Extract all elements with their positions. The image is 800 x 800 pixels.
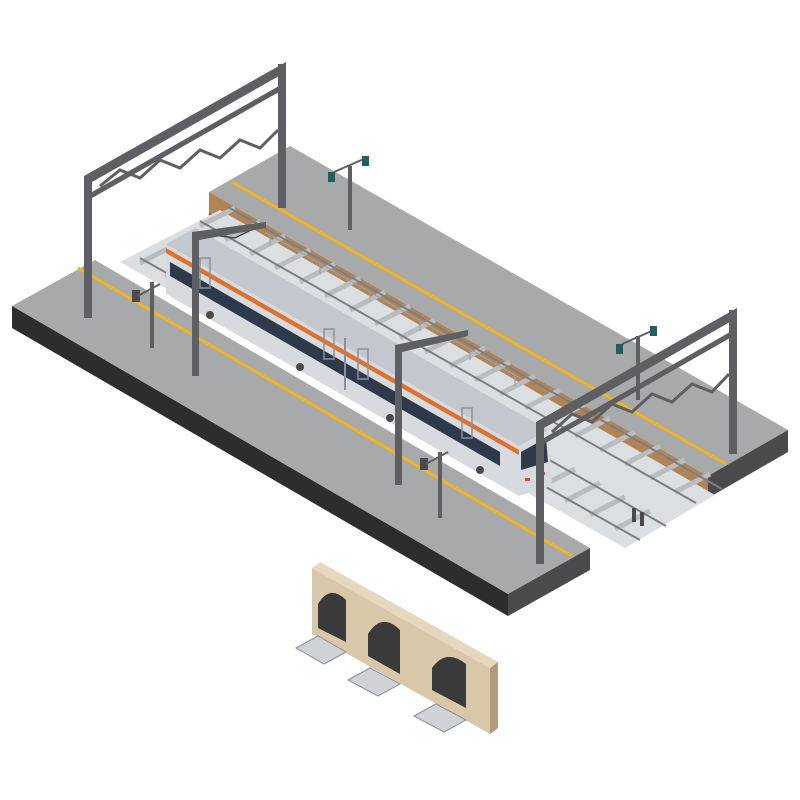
signal-near-left	[132, 282, 161, 348]
train-wheels	[206, 311, 484, 474]
near-platform-front	[12, 306, 508, 616]
near-platform-top	[12, 260, 590, 594]
lamp-post-back	[328, 156, 369, 230]
near-platform	[12, 260, 590, 616]
train-window-band	[170, 262, 500, 466]
near-platform-end	[508, 548, 590, 616]
far-platform-top	[209, 146, 788, 476]
lamp-post-front	[616, 326, 657, 400]
tunnel-wall-top	[312, 562, 498, 668]
catenary-masts	[192, 222, 468, 485]
platform-railing	[264, 231, 521, 386]
train-doors	[199, 257, 473, 439]
train-stripe	[166, 248, 519, 455]
train-roof	[166, 228, 548, 446]
tunnel-wall-side	[490, 662, 498, 734]
train-light-left	[525, 478, 530, 481]
tunnel-portal	[294, 562, 498, 734]
signal-near-right	[420, 451, 449, 518]
electric-train	[166, 225, 552, 496]
near-safety-line	[77, 266, 573, 558]
track-signal-boxes	[632, 508, 644, 526]
tunnel-tracks	[294, 635, 468, 733]
tunnel-arches	[318, 592, 466, 708]
far-platform-side	[708, 430, 788, 498]
overhead-gantry-back	[84, 62, 286, 318]
far-safety-line	[231, 180, 727, 466]
